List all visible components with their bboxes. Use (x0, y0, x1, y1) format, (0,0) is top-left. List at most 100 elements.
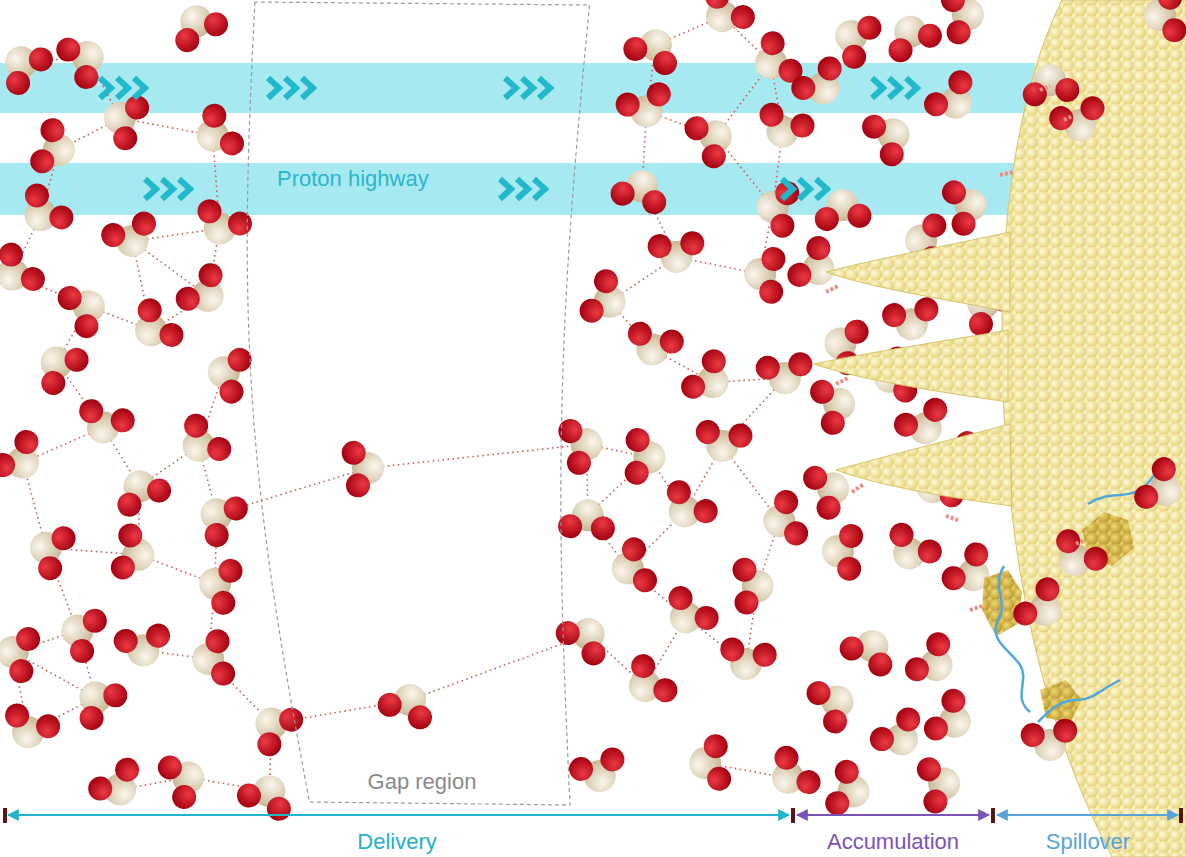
atom (201, 103, 227, 129)
chevron (522, 78, 533, 98)
spillover-path (995, 566, 1030, 712)
atom (938, 685, 969, 716)
molecule (929, 177, 992, 241)
atom (586, 511, 620, 545)
atom (730, 586, 763, 619)
atom (40, 370, 67, 397)
molecule (802, 680, 856, 736)
molecule (564, 735, 628, 798)
atom (36, 113, 69, 146)
molecule (1018, 57, 1085, 124)
molecule (53, 37, 105, 90)
molecule (233, 768, 299, 835)
highway-band (0, 163, 1035, 215)
atom (756, 242, 790, 276)
molecule (749, 173, 818, 242)
atom (791, 76, 815, 100)
molecule (54, 601, 121, 667)
atom (621, 423, 655, 457)
atom (892, 411, 920, 439)
surface-bond (1040, 86, 1050, 90)
chevron-group (268, 78, 313, 98)
molecule (682, 728, 749, 796)
chevrons (100, 78, 917, 199)
atom (865, 649, 897, 681)
chevron (117, 78, 128, 98)
atom (129, 209, 159, 239)
chevron (302, 78, 313, 98)
molecule (76, 678, 131, 731)
surface-molecules (1008, 0, 1186, 768)
chevron-group (100, 78, 145, 98)
span-label: Delivery (357, 829, 436, 854)
molecule (195, 490, 257, 550)
atom (0, 699, 33, 732)
atom (1148, 454, 1179, 485)
atom (643, 230, 676, 263)
atom (1034, 575, 1062, 603)
molecule (619, 22, 684, 88)
atom (113, 519, 147, 553)
molecule (19, 178, 75, 236)
atom (201, 625, 233, 657)
atom (555, 415, 586, 446)
atom (88, 776, 113, 801)
atom (337, 436, 370, 469)
atom (840, 315, 874, 349)
molecule (0, 429, 43, 483)
atom (11, 622, 45, 656)
axis-tick (791, 808, 795, 823)
molecule (553, 491, 622, 560)
molecule (754, 30, 806, 84)
molecule (886, 13, 944, 70)
chevron (134, 78, 145, 98)
atom (921, 713, 952, 744)
atom (159, 322, 185, 348)
atom (26, 145, 59, 178)
atom (56, 285, 83, 312)
atom (886, 519, 917, 550)
molecule (0, 619, 58, 688)
atom (597, 744, 628, 775)
molecule (604, 423, 673, 492)
molecule (93, 519, 162, 588)
atom (832, 552, 866, 586)
atom (174, 26, 201, 53)
atom (728, 3, 757, 32)
atom (73, 313, 100, 340)
surface-bond (836, 378, 848, 384)
atom (0, 452, 16, 479)
chevron-group (500, 179, 545, 199)
axis-tick (3, 808, 7, 823)
surface-bond (852, 484, 864, 492)
atom (1049, 714, 1082, 747)
region-label: Gap region (368, 769, 477, 794)
atom (765, 209, 799, 243)
atom (47, 522, 80, 555)
atom (836, 633, 868, 665)
molecule (870, 707, 921, 756)
atom (619, 534, 649, 564)
atom (115, 757, 140, 782)
atom (916, 22, 944, 50)
atom (373, 688, 406, 721)
molecule (1008, 575, 1066, 631)
molecule (1014, 701, 1081, 768)
atom (784, 260, 814, 290)
atom (13, 429, 40, 456)
hydrogen-bond (410, 634, 589, 700)
atom (830, 755, 863, 788)
molecule (115, 467, 174, 524)
molecule (620, 304, 689, 373)
chevron (782, 179, 793, 199)
chevron (889, 78, 900, 98)
chevron (816, 179, 827, 199)
molecule (195, 102, 247, 156)
surface-bond (970, 606, 982, 610)
atom (649, 47, 681, 79)
atom (939, 177, 970, 208)
molecule (914, 685, 978, 747)
atom (109, 625, 142, 658)
atom (214, 554, 248, 588)
